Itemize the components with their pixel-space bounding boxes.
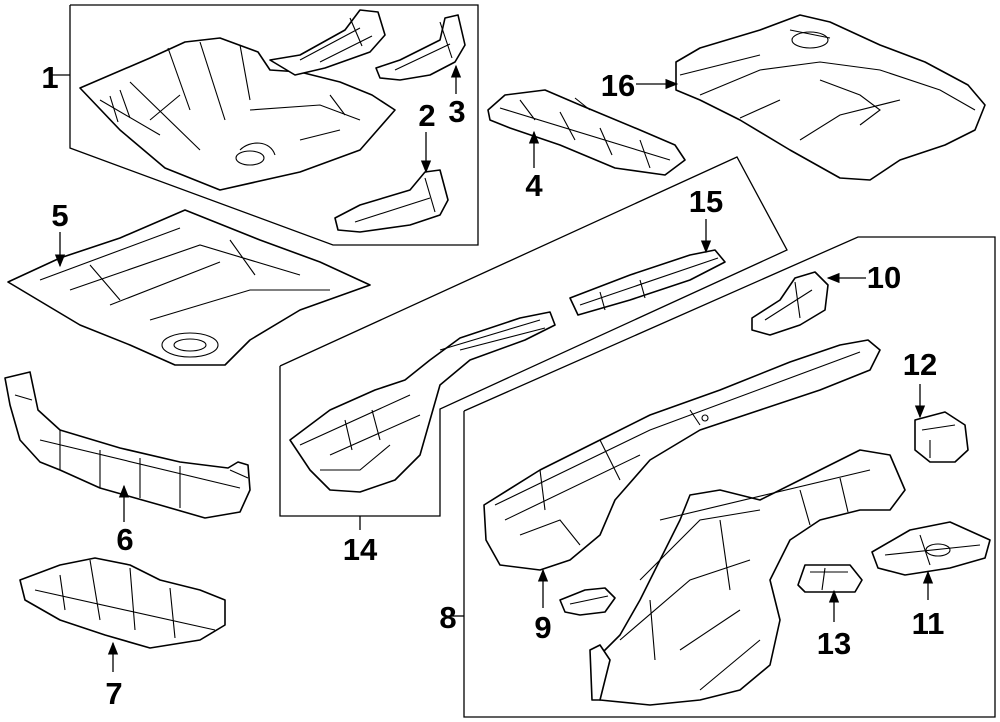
part-15-extension	[569, 249, 726, 316]
callout-8: 8	[439, 600, 456, 635]
callout-13: 13	[817, 626, 851, 661]
part-14-side-frame	[289, 311, 556, 493]
group-box-1	[69, 4, 479, 246]
callout-15: 15	[689, 184, 723, 219]
callout-9: 9	[534, 610, 551, 645]
part-13-bracket	[797, 564, 863, 593]
callout-1: 1	[41, 60, 58, 95]
callout-16: 16	[601, 68, 635, 103]
callout-2: 2	[418, 98, 435, 133]
part-16-floor-cover	[675, 14, 986, 181]
part-8-rear-frame	[483, 339, 881, 571]
part-5-rear-floor	[7, 209, 371, 366]
leader-lines	[52, 64, 934, 672]
part-11-plate	[871, 521, 991, 576]
part-2-bracket	[334, 169, 449, 233]
callout-7: 7	[105, 676, 122, 711]
callout-14: 14	[343, 532, 378, 567]
part-front-crossmember-upper	[269, 9, 386, 76]
callout-6: 6	[116, 522, 133, 557]
part-12-bracket	[914, 411, 969, 463]
callout-11: 11	[912, 606, 945, 641]
callout-5: 5	[51, 198, 68, 233]
part-front-floor	[79, 37, 396, 191]
group-box-8	[463, 236, 996, 718]
part-10-bracket	[751, 271, 829, 336]
part-9-bracket	[559, 587, 616, 616]
part-3-bracket	[375, 14, 466, 81]
group-box-14	[279, 156, 788, 517]
part-7-support	[19, 557, 226, 649]
callout-3: 3	[448, 94, 465, 129]
part-6-rear-crossmember	[4, 371, 251, 519]
part-4-crossmember	[487, 89, 686, 176]
callout-4: 4	[525, 168, 543, 203]
part-rear-side-member	[589, 449, 906, 706]
callout-12: 12	[903, 347, 937, 382]
callout-10: 10	[867, 260, 901, 295]
